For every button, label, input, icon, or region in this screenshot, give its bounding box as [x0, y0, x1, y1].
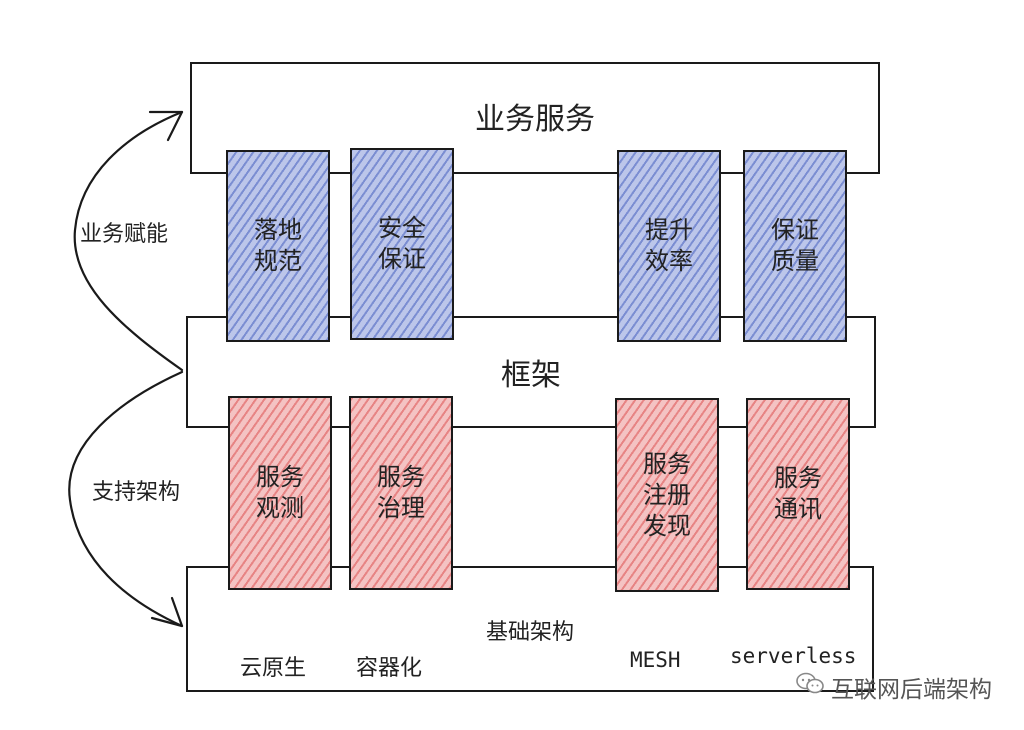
block-service-observability: 服务 观测 — [228, 396, 332, 590]
block-service-communication-label: 服务 通讯 — [774, 464, 822, 523]
block-landing-standards: 落地 规范 — [226, 150, 330, 342]
label-business-enable: 业务赋能 — [80, 222, 169, 247]
block-quality-assurance-label: 保证 质量 — [771, 216, 819, 275]
block-improve-efficiency: 提升 效率 — [617, 150, 721, 342]
block-service-observability-label: 服务 观测 — [256, 463, 304, 522]
infra-item-containerization: 容器化 — [356, 656, 423, 681]
label-support-architecture: 支持架构 — [92, 480, 181, 505]
watermark: 互联网后端架构 — [795, 670, 992, 704]
arrow-enable-head — [148, 110, 184, 142]
block-service-governance: 服务 治理 — [349, 396, 453, 590]
layer-framework-title: 框架 — [501, 358, 561, 393]
arrow-support-curve — [68, 370, 184, 628]
block-service-discovery-label: 服务 注册 发现 — [643, 449, 691, 540]
block-landing-standards-label: 落地 规范 — [254, 216, 302, 275]
block-service-governance-label: 服务 治理 — [377, 463, 425, 522]
block-security-guarantee: 安全 保证 — [350, 148, 454, 340]
layer-business-title: 业务服务 — [475, 102, 595, 137]
block-quality-assurance: 保证 质量 — [743, 150, 847, 342]
block-service-communication: 服务 通讯 — [746, 398, 850, 590]
block-service-discovery: 服务 注册 发现 — [615, 398, 719, 592]
block-security-guarantee-label: 安全 保证 — [378, 214, 426, 273]
infra-item-cloud-native: 云原生 — [240, 656, 307, 681]
arrow-enable-curve — [73, 110, 184, 372]
layer-infra-title: 基础架构 — [485, 620, 574, 645]
infra-item-serverless: serverless — [730, 644, 857, 668]
wechat-icon — [795, 671, 825, 703]
infra-item-mesh: MESH — [630, 648, 681, 672]
watermark-text: 互联网后端架构 — [831, 677, 992, 703]
block-improve-efficiency-label: 提升 效率 — [645, 216, 693, 275]
arrow-support-head — [150, 596, 184, 628]
